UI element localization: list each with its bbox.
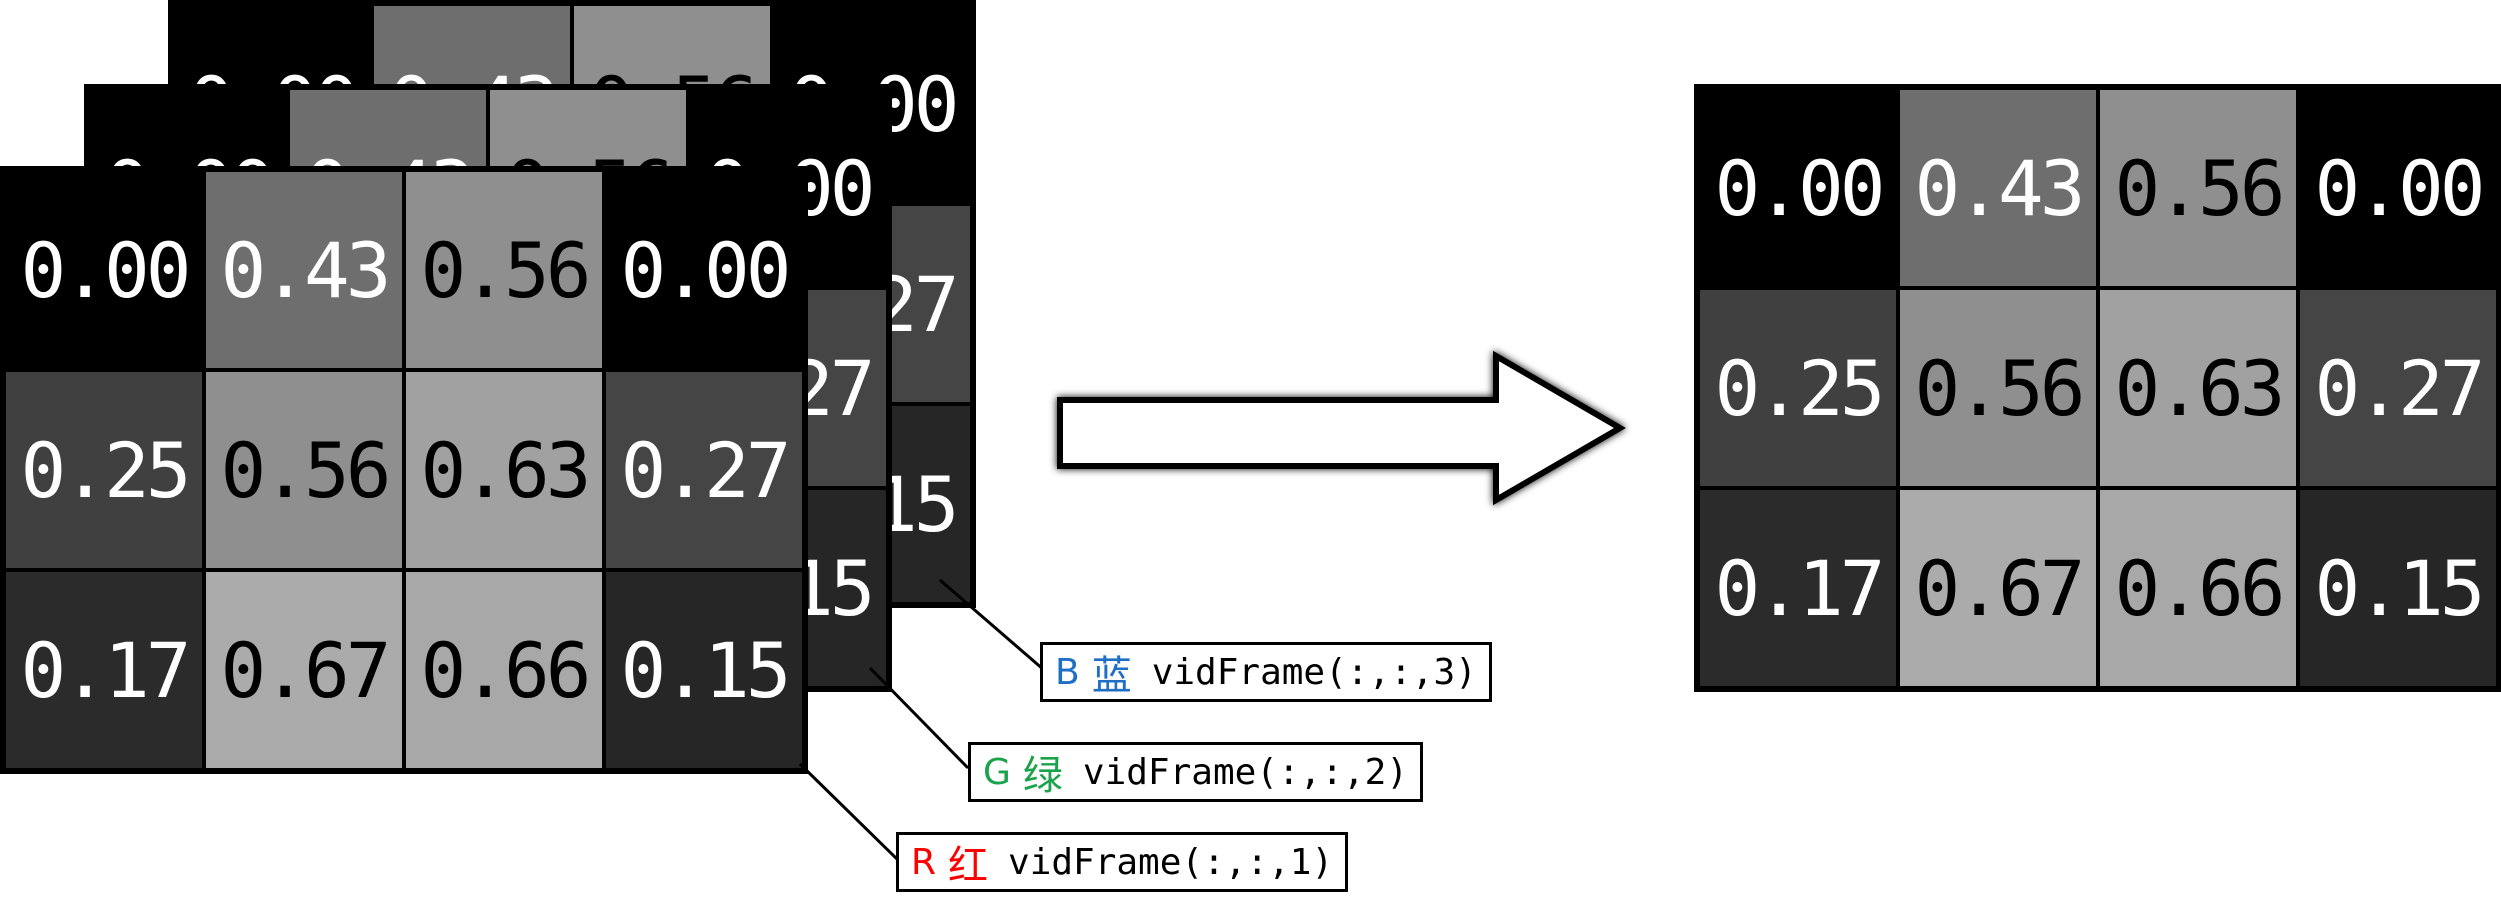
grid-cell: 0.25 <box>4 370 204 570</box>
grid-cell: 0.56 <box>1898 288 2098 488</box>
grid-cell: 0.00 <box>2298 88 2498 288</box>
grid-cell: 0.66 <box>404 570 604 770</box>
grid-cell: 0.17 <box>1698 488 1898 688</box>
grid-cell: 0.56 <box>204 370 404 570</box>
blue-channel-chinese: 蓝 <box>1091 653 1132 699</box>
grid-cell: 0.27 <box>2298 288 2498 488</box>
grid-cell: 0.63 <box>2098 288 2298 488</box>
grid-cell: 0.56 <box>2098 88 2298 288</box>
blue-channel-callout: B 蓝 vidFrame(:,:,3) <box>1040 642 1492 702</box>
grid-cell: 0.56 <box>404 170 604 370</box>
grid-cell: 0.15 <box>2298 488 2498 688</box>
green-channel-expression: vidFrame(:,:,2) <box>1082 751 1409 793</box>
red-channel-callout: R 红 vidFrame(:,:,1) <box>896 832 1349 892</box>
blue-channel-expression: vidFrame(:,:,3) <box>1151 651 1477 693</box>
red-channel-expression: vidFrame(:,:,1) <box>1008 841 1334 883</box>
grid-cell: 0.00 <box>604 170 804 370</box>
blue-channel-letter: B <box>1055 651 1080 693</box>
grid-cell: 0.00 <box>4 170 204 370</box>
grid-cell: 0.67 <box>1898 488 2098 688</box>
green-channel-callout: G 绿 vidFrame(:,:,2) <box>968 742 1424 802</box>
red-leader-line <box>798 762 900 862</box>
green-channel-chinese: 绿 <box>1022 753 1063 799</box>
grid-cell: 0.43 <box>1898 88 2098 288</box>
grid-cell: 0.43 <box>204 170 404 370</box>
blue-leader-line <box>939 578 1045 672</box>
green-channel-letter: G <box>983 751 1011 793</box>
green-leader-line <box>868 666 970 770</box>
grid-cell: 0.63 <box>404 370 604 570</box>
red-channel-letter: R <box>911 841 937 883</box>
grid-cell: 0.27 <box>604 370 804 570</box>
grid-cell: 0.17 <box>4 570 204 770</box>
red-channel-chinese: 红 <box>948 843 989 889</box>
grid-cell: 0.25 <box>1698 288 1898 488</box>
grid-cell: 0.00 <box>1698 88 1898 288</box>
grid-cell: 0.66 <box>2098 488 2298 688</box>
grid-cell: 0.67 <box>204 570 404 770</box>
grid-cell: 0.15 <box>604 570 804 770</box>
